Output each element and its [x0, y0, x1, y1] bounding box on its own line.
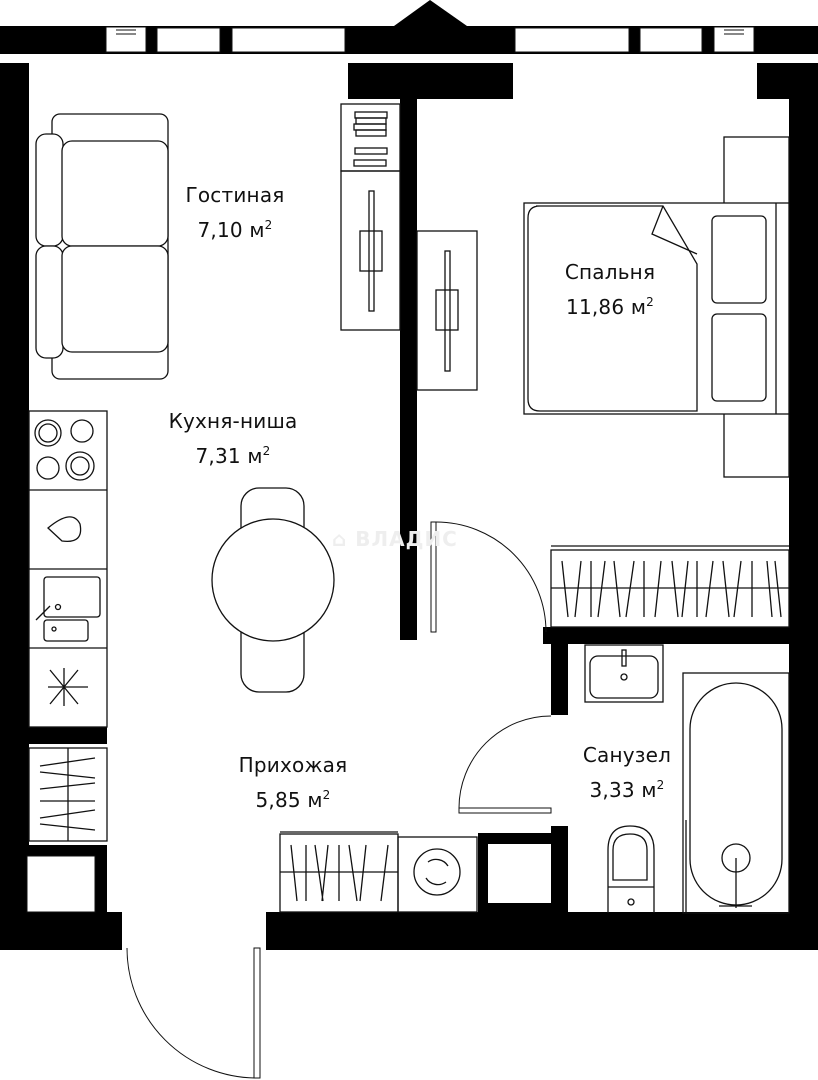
window-4: [639, 27, 703, 53]
house-key-icon: ⌂: [332, 527, 348, 551]
tv-stand-icon: [340, 103, 478, 391]
pillar-top-right: [757, 63, 818, 99]
windows: [105, 26, 755, 53]
shaft-box: [488, 844, 551, 903]
washing-machine-icon: [397, 836, 478, 913]
room-name: Санузел: [582, 743, 672, 767]
room-area: 7,31 м2: [195, 444, 271, 468]
water-drop-icon: [47, 516, 82, 543]
burner-icon: [34, 419, 62, 447]
window-2: [231, 27, 346, 53]
bedroom-door[interactable]: [430, 521, 547, 633]
bedroom-wardrobe-icon: [550, 545, 790, 628]
partition-wall-bath-top: [543, 627, 818, 644]
vent-right: [713, 26, 755, 53]
nook-box: [26, 855, 96, 913]
watermark: ⌂ ВЛАДИС: [332, 527, 458, 551]
window-1: [156, 27, 221, 53]
bathroom-sink-icon: [584, 644, 664, 703]
room-label-kitchen: Кухня-ниша 7,31 м2: [143, 406, 323, 471]
partition-wall-bath-left-top: [551, 644, 568, 715]
furniture: [28, 103, 790, 914]
room-name: Прихожая: [238, 753, 348, 777]
room-area: 3,33 м2: [589, 778, 665, 802]
room-label-living: Гостиная 7,10 м2: [160, 180, 310, 245]
vent-left: [105, 26, 147, 53]
shoe-cabinet-icon: [279, 831, 399, 913]
right-wall: [789, 63, 818, 915]
room-label-hallway: Прихожая 5,85 м2: [218, 750, 368, 815]
left-wall: [0, 63, 29, 921]
bottom-wall-left: [0, 912, 122, 950]
dining-table-icon: [211, 487, 335, 693]
sofa-icon: [35, 113, 169, 380]
hall-nook-right: [95, 845, 107, 912]
walls: [0, 0, 818, 950]
bathroom-door[interactable]: [458, 715, 552, 814]
fridge-snowflake-icon: [48, 668, 88, 706]
double-bed-icon: [523, 136, 790, 478]
room-name: Гостиная: [185, 183, 285, 207]
partition-wall-vertical: [400, 99, 417, 640]
room-label-bathroom: Санузел 3,33 м2: [552, 740, 702, 805]
hall-wardrobe-icon: [28, 747, 108, 842]
room-area: 5,85 м2: [255, 788, 331, 812]
room-area: 11,86 м2: [566, 295, 654, 319]
toilet-icon: [607, 825, 655, 913]
bathtub-icon: [682, 672, 790, 914]
window-3: [514, 27, 630, 53]
kitchen-sink-icon: [43, 576, 101, 618]
room-name: Кухня-ниша: [168, 409, 298, 433]
pillar-top-center: [348, 63, 513, 99]
kitchen-counter-icon: [28, 410, 108, 728]
room-area: 7,10 м2: [197, 218, 273, 242]
doors: [126, 521, 552, 1079]
room-label-bedroom: Спальня 11,86 м2: [535, 257, 685, 322]
bottom-wall-right: [266, 912, 818, 950]
roof-peak: [394, 0, 467, 26]
entrance-door[interactable]: [126, 947, 261, 1079]
kitchen-divider: [29, 727, 107, 744]
room-name: Спальня: [564, 260, 656, 284]
